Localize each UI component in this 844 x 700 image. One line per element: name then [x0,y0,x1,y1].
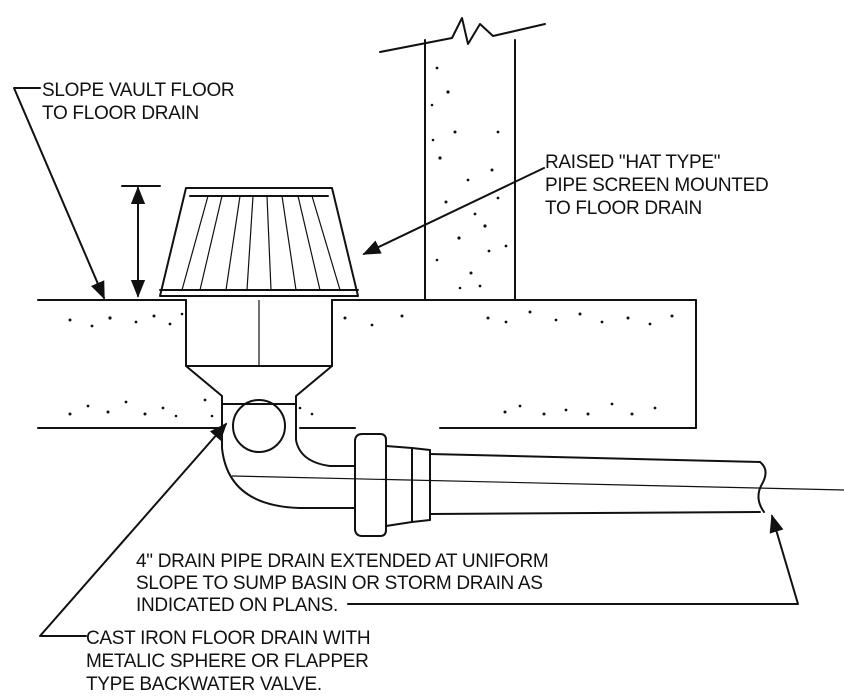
screen-label-line3: TO FLOOR DRAIN [545,198,702,219]
hat-type-pipe-screen [159,187,359,297]
wall-aggregate-dots [430,66,508,290]
pipe-label-line1: 4" DRAIN PIPE DRAIN EXTENDED AT UNIFORM [136,551,548,572]
drain-label-line2: METALIC SPHERE OR FLAPPER [86,651,369,672]
backwater-valve-elbow [221,399,356,509]
floor-slab [37,299,697,429]
drain-label: CAST IRON FLOOR DRAIN WITH METALIC SPHER… [86,628,371,695]
drain-pipe [231,453,844,515]
pipe-label: 4" DRAIN PIPE DRAIN EXTENDED AT UNIFORM … [136,551,549,616]
drain-label-line1: CAST IRON FLOOR DRAIN WITH [86,628,370,649]
slope-label: SLOPE VAULT FLOOR TO FLOOR DRAIN [42,80,235,124]
pipe-label-line2: SLOPE TO SUMP BASIN OR STORM DRAIN AS [136,573,543,594]
pipe-label-line3: INDICATED ON PLANS. [136,595,338,616]
slope-label-line2: TO FLOOR DRAIN [42,103,199,124]
slab-aggregate-dots [68,310,674,418]
pipe-hub-coupling [354,433,431,537]
screen-label-line2: PIPE SCREEN MOUNTED [545,175,768,196]
concrete-wall [379,17,546,301]
floor-drain-body [185,299,333,405]
screen-label: RAISED "HAT TYPE" PIPE SCREEN MOUNTED TO… [545,152,769,219]
screen-label-line1: RAISED "HAT TYPE" [545,152,720,173]
drain-label-line3: TYPE BACKWATER VALVE. [86,674,322,695]
slope-label-line1: SLOPE VAULT FLOOR [42,80,234,101]
height-dimension [121,185,161,298]
leader-lines [13,87,799,637]
